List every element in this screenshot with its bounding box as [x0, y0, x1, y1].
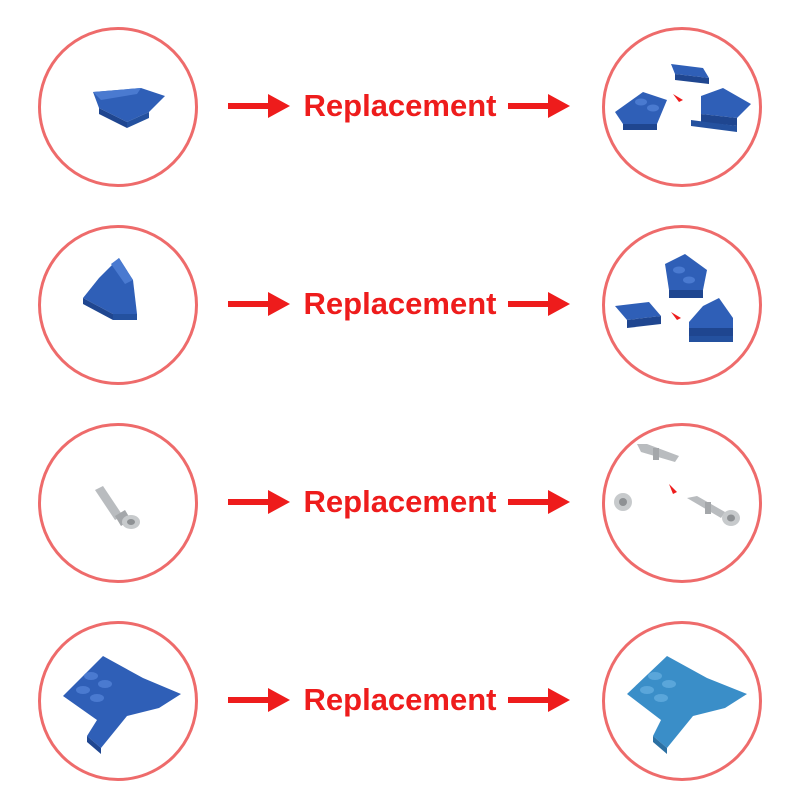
right-arrow-icon	[508, 490, 570, 514]
right-arrow-icon	[508, 688, 570, 712]
after-parts-circle	[602, 621, 762, 781]
blue-wedge-plate-icon	[63, 656, 181, 754]
replacement-row-4: Replacement	[0, 612, 800, 788]
replacement-row-2: Replacement	[0, 216, 800, 392]
after-parts-circle	[602, 27, 762, 187]
blue-wedge-slope-icon	[83, 258, 137, 320]
before-part-circle	[38, 423, 198, 583]
right-arrow-icon	[228, 292, 290, 316]
after-parts-circle	[602, 225, 762, 385]
replacement-label: Replacement	[303, 88, 497, 123]
light-blue-wedge-plate-icon	[627, 656, 747, 754]
right-arrow-icon	[228, 490, 290, 514]
blue-wedge-plates-icon	[615, 64, 751, 132]
replacement-label: Replacement	[303, 484, 497, 519]
right-arrow-icon	[228, 94, 290, 118]
before-part-circle	[38, 621, 198, 781]
replacement-row-3: Replacement	[0, 414, 800, 590]
right-arrow-icon	[508, 292, 570, 316]
before-part-circle	[38, 27, 198, 187]
right-arrow-icon	[508, 94, 570, 118]
replacement-label: Replacement	[303, 682, 497, 717]
replacement-label: Replacement	[303, 286, 497, 321]
gray-axle-pin-icon	[95, 486, 140, 529]
after-parts-circle	[602, 423, 762, 583]
gray-axle-pin-and-ring-icon	[614, 444, 740, 526]
right-arrow-icon	[228, 688, 290, 712]
blue-wedge-plates-icon	[615, 254, 733, 342]
replacement-row-1: Replacement	[0, 18, 800, 194]
before-part-circle	[38, 225, 198, 385]
blue-wedge-slope-icon	[93, 88, 165, 128]
